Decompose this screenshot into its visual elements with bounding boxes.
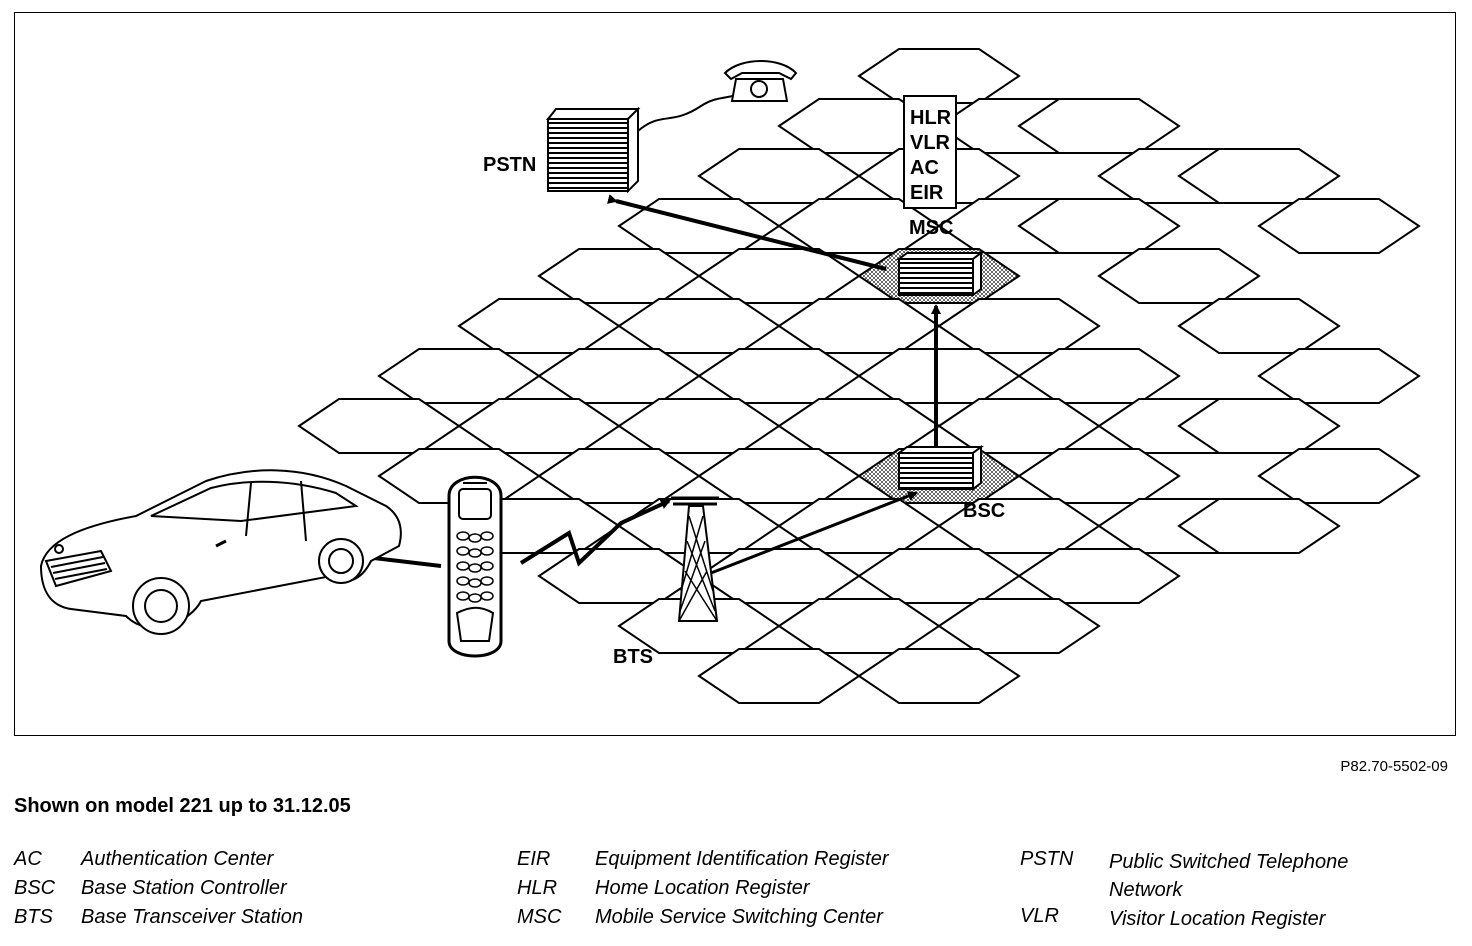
cell-hexagon [937,398,1101,454]
msc-label: MSC [909,217,953,239]
legend-row-ac: AC Authentication Center [14,848,303,877]
bts-tower-icon [671,496,719,622]
caption: Shown on model 221 up to 31.12.05 [14,795,351,817]
legend-desc: Authentication Center [81,848,274,870]
cell-hexagon [1177,148,1341,204]
cell-hexagon [537,448,701,504]
cell-hexagon [537,248,701,304]
cell-hexagon [457,398,621,454]
legend-abbr: PSTN [1020,848,1074,870]
cell-hexagon [857,648,1021,704]
cell-hexagon [1017,98,1181,154]
telephone-icon [723,60,798,102]
cell-hexagon [777,398,941,454]
legend-desc: Equipment Identification Register [595,848,889,870]
msc-switch [896,251,984,297]
cell-hexagon [937,298,1101,354]
cellular-network-diagram: HLR VLR AC EIR MSC BSC BTS PSTN [39,48,1421,704]
legend-row-bts: BTS Base Transceiver Station [14,906,303,935]
legend-abbr: AC [14,848,42,870]
cell-hexagon [1177,398,1341,454]
cell-hexagon [777,598,941,654]
cell-hexagon [697,148,861,204]
cell-hexagon [1177,498,1341,554]
cell-hexagon [1017,348,1181,404]
vlr-label: VLR [910,132,951,154]
cell-hexagon [1257,198,1421,254]
radio-link-icon [519,499,671,567]
legend-row-vlr: VLR Visitor Location Register [1020,905,1409,934]
legend-abbr: HLR [517,877,558,899]
mobile-phone-icon [447,475,503,658]
legend-column-3: PSTN Public Switched Telephone Network VL… [1020,848,1409,934]
pstn-label: PSTN [483,154,536,176]
legend-row-pstn: PSTN Public Switched Telephone Network [1020,848,1409,905]
cell-hexagon [1017,198,1181,254]
cell-hexagon [617,398,781,454]
legend-row-hlr: HLR Home Location Register [517,877,889,906]
bts-bsc-link [710,491,918,575]
ac-label: AC [910,157,939,179]
cell-hexagon [537,548,701,604]
cell-hexagon [457,298,621,354]
eir-label: EIR [910,182,944,204]
legend-row-bsc: BSC Base Station Controller [14,877,303,906]
cell-hexagon [537,348,701,404]
register-box: HLR VLR AC EIR [903,95,957,209]
cell-hexagon [697,648,861,704]
bsc-switch [896,445,984,491]
cell-hexagon [697,548,861,604]
msc-pstn-link [607,194,887,271]
cell-hexagon [377,348,541,404]
legend-abbr: BSC [14,877,56,899]
car-icon [39,469,402,635]
legend-desc: Mobile Service Switching Center [595,906,883,928]
legend-row-eir: EIR Equipment Identification Register [517,848,889,877]
cell-hexagon [1177,298,1341,354]
legend-desc: Base Station Controller [81,877,287,899]
cell-hexagon [697,348,861,404]
cell-hexagon [857,548,1021,604]
cell-hexagon [297,398,461,454]
phone-cord [637,88,744,132]
cell-hexagon [777,298,941,354]
cell-hexagon [697,448,861,504]
cell-hexagon [1017,548,1181,604]
legend-desc: Base Transceiver Station [81,906,303,928]
cell-hexagon [1017,448,1181,504]
bsc-label: BSC [963,500,1005,522]
legend-desc: Public Switched Telephone Network [1109,851,1349,901]
legend-abbr: EIR [517,848,551,870]
cell-hexagon [1097,248,1261,304]
legend-abbr: MSC [517,906,562,928]
figure-frame: HLR VLR AC EIR MSC BSC BTS PSTN [14,12,1456,736]
cell-hexagon [617,298,781,354]
cell-hexagon [857,48,1021,104]
pstn-exchange [545,106,641,194]
legend-column-1: AC Authentication Center BSC Base Station … [14,848,303,935]
cell-hexagon [857,348,1021,404]
cell-hexagon [1257,348,1421,404]
figure-code: P82.70-5502-09 [1340,758,1448,775]
legend-column-2: EIR Equipment Identification Register HLR… [517,848,889,935]
legend-desc: Home Location Register [595,877,810,899]
cell-hexagon [1257,448,1421,504]
cell-hexagon [777,498,941,554]
cell-hexagon [937,598,1101,654]
legend-row-msc: MSC Mobile Service Switching Center [517,906,889,935]
legend-desc: Visitor Location Register [1109,908,1326,930]
legend-abbr: BTS [14,906,53,928]
bts-label: BTS [613,646,653,668]
hlr-label: HLR [910,107,952,129]
legend-abbr: VLR [1020,905,1059,927]
